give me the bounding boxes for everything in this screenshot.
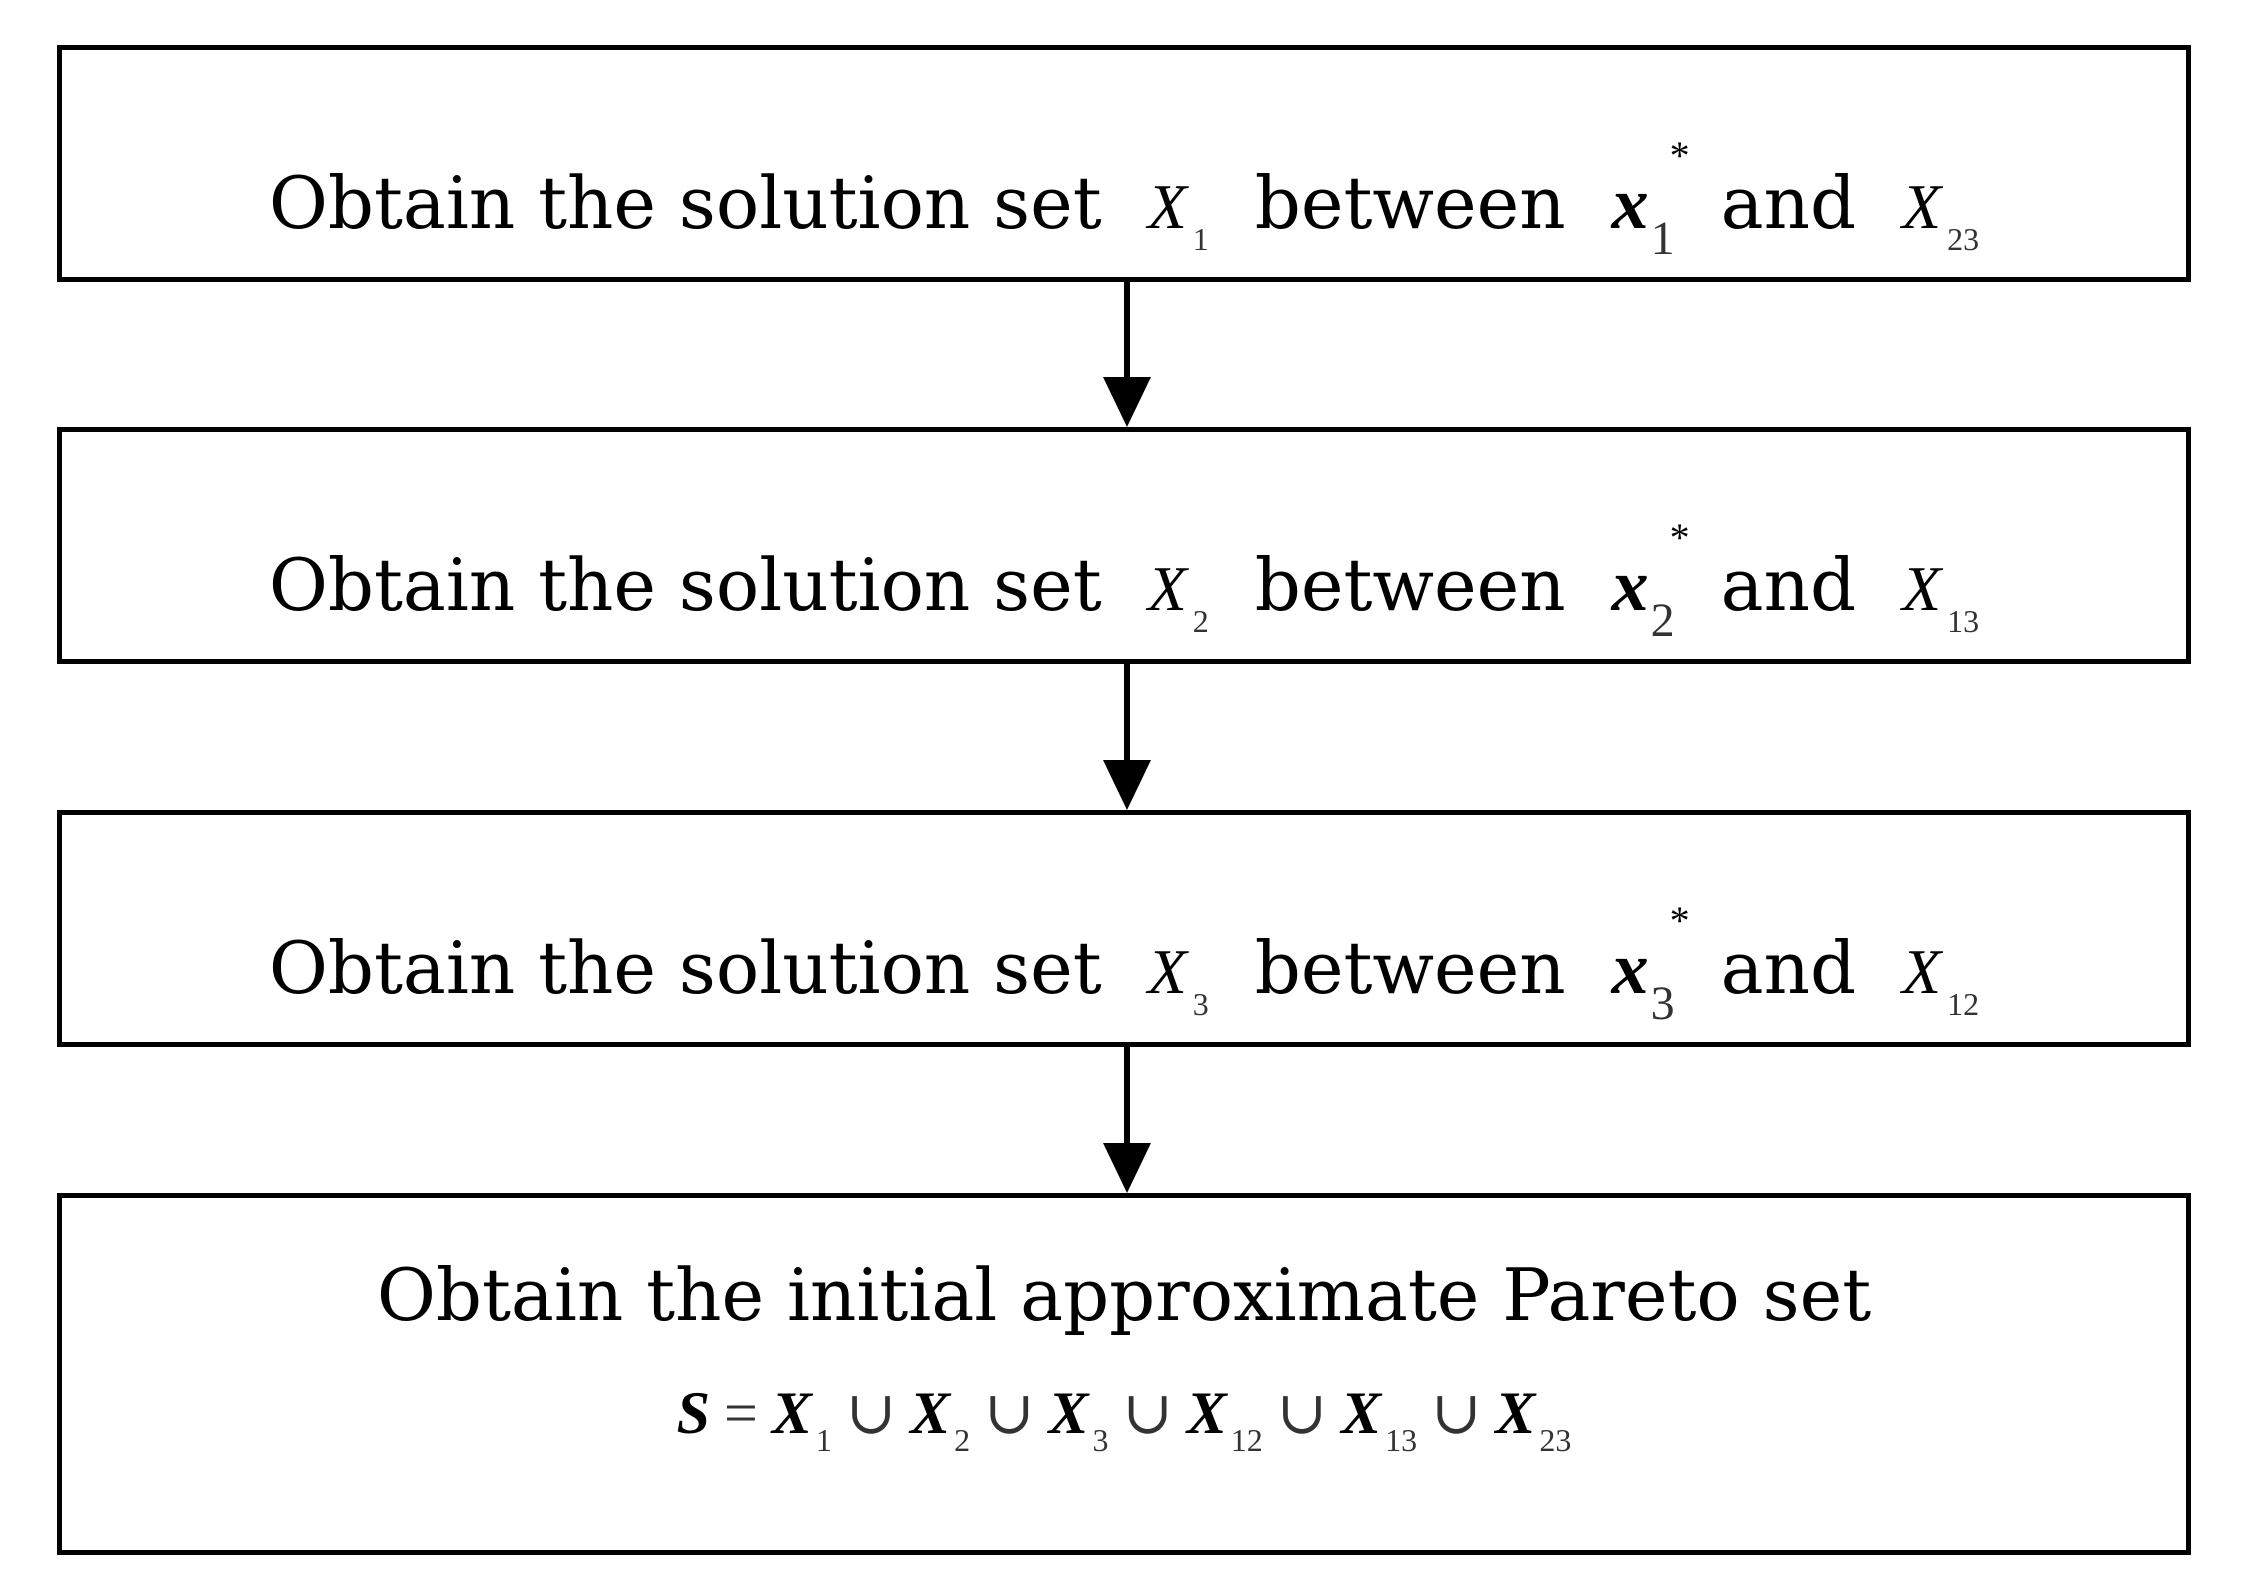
- final-box: Obtain the initial approximate Pareto se…: [57, 1193, 2191, 1555]
- and-word: and: [1720, 926, 1857, 1010]
- and-word: and: [1720, 161, 1857, 245]
- union-operator: ∪: [845, 1380, 897, 1446]
- between-word: between: [1254, 926, 1566, 1010]
- formula-equals: =: [723, 1380, 758, 1446]
- step-prefix: Obtain the solution set: [268, 926, 1102, 1010]
- final-title: Obtain the initial approximate Pareto se…: [376, 1253, 1872, 1337]
- formula-lhs: S: [676, 1380, 710, 1446]
- optimal-point-symbol: x*1: [1611, 133, 1690, 265]
- optimal-point-symbol: x*3: [1611, 898, 1690, 1030]
- union-operator: ∪: [1276, 1380, 1328, 1446]
- union-operator: ∪: [1122, 1380, 1173, 1446]
- optimal-point-symbol: x*2: [1611, 515, 1690, 647]
- union-operator: ∪: [1431, 1380, 1482, 1446]
- step-prefix: Obtain the solution set: [268, 161, 1102, 245]
- between-word: between: [1254, 543, 1566, 627]
- and-word: and: [1720, 543, 1857, 627]
- step-prefix: Obtain the solution set: [268, 543, 1102, 627]
- between-word: between: [1254, 161, 1566, 245]
- union-operator: ∪: [984, 1380, 1035, 1446]
